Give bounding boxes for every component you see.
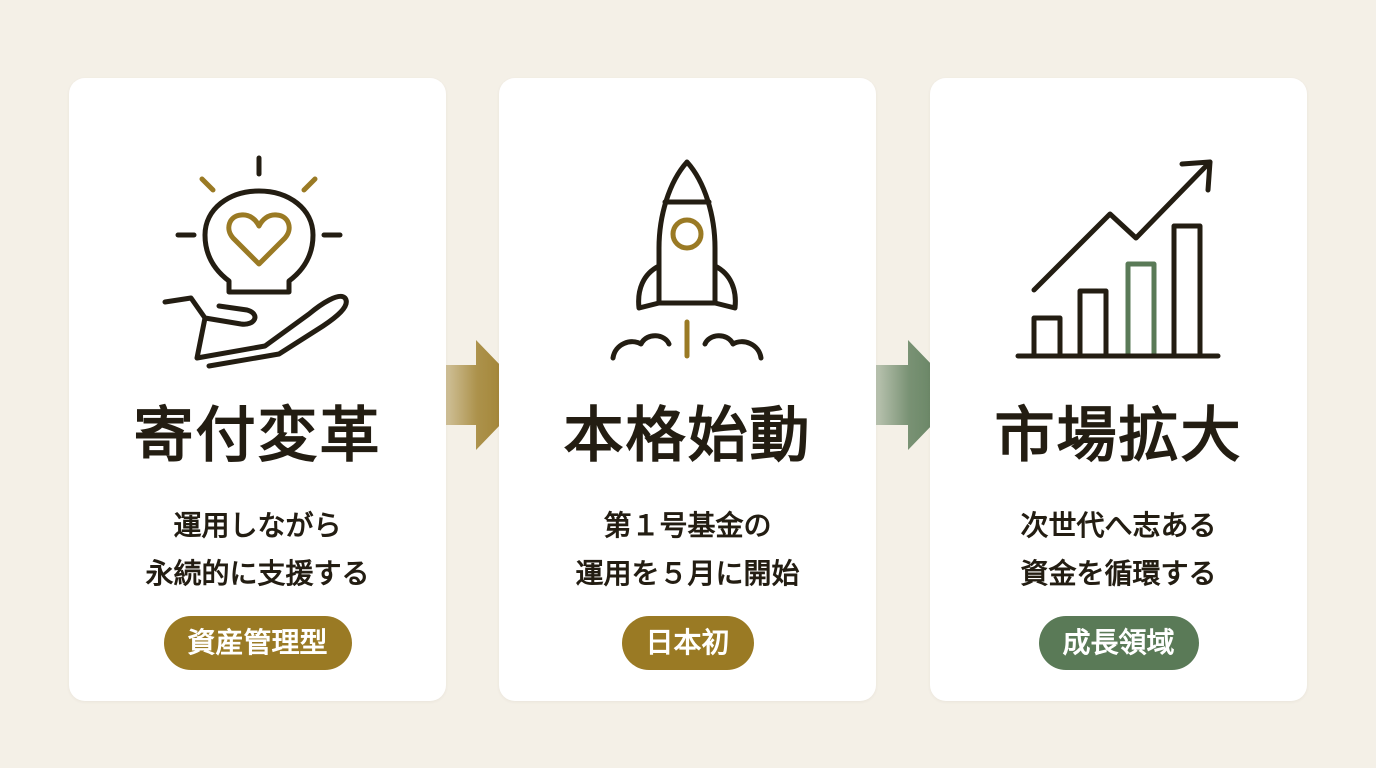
card-title: 本格始動: [563, 401, 812, 471]
card-description: 第１号基金の 運用を５月に開始: [499, 502, 876, 598]
rocket-icon: [610, 159, 764, 361]
card-description-line: 運用しながら: [173, 509, 342, 542]
card-title: 市場拡大: [994, 401, 1243, 471]
card-donation-reform: 寄付変革 運用しながら 永続的に支援する 資産管理型: [69, 78, 446, 701]
card-market-expansion: 市場拡大 次世代へ志ある 資金を循環する 成長領域: [930, 78, 1307, 701]
status-badge: 成長領域: [1038, 616, 1199, 670]
card-description: 運用しながら 永続的に支援する: [69, 502, 446, 598]
growth-chart-icon: [1015, 159, 1221, 359]
status-badge: 資産管理型: [163, 616, 352, 670]
card-full-launch: 本格始動 第１号基金の 運用を５月に開始 日本初: [499, 78, 876, 701]
card-description-line: 永続的に支援する: [145, 557, 370, 590]
card-description-line: 次世代へ志ある: [1020, 509, 1217, 542]
status-badge: 日本初: [621, 616, 754, 670]
lightbulb-heart-hand-icon: [162, 155, 349, 369]
card-description-line: 第１号基金の: [603, 509, 772, 542]
card-description: 次世代へ志ある 資金を循環する: [930, 502, 1307, 598]
card-title: 寄付変革: [133, 401, 382, 471]
card-description-line: 運用を５月に開始: [575, 557, 800, 590]
card-description-line: 資金を循環する: [1020, 557, 1217, 590]
